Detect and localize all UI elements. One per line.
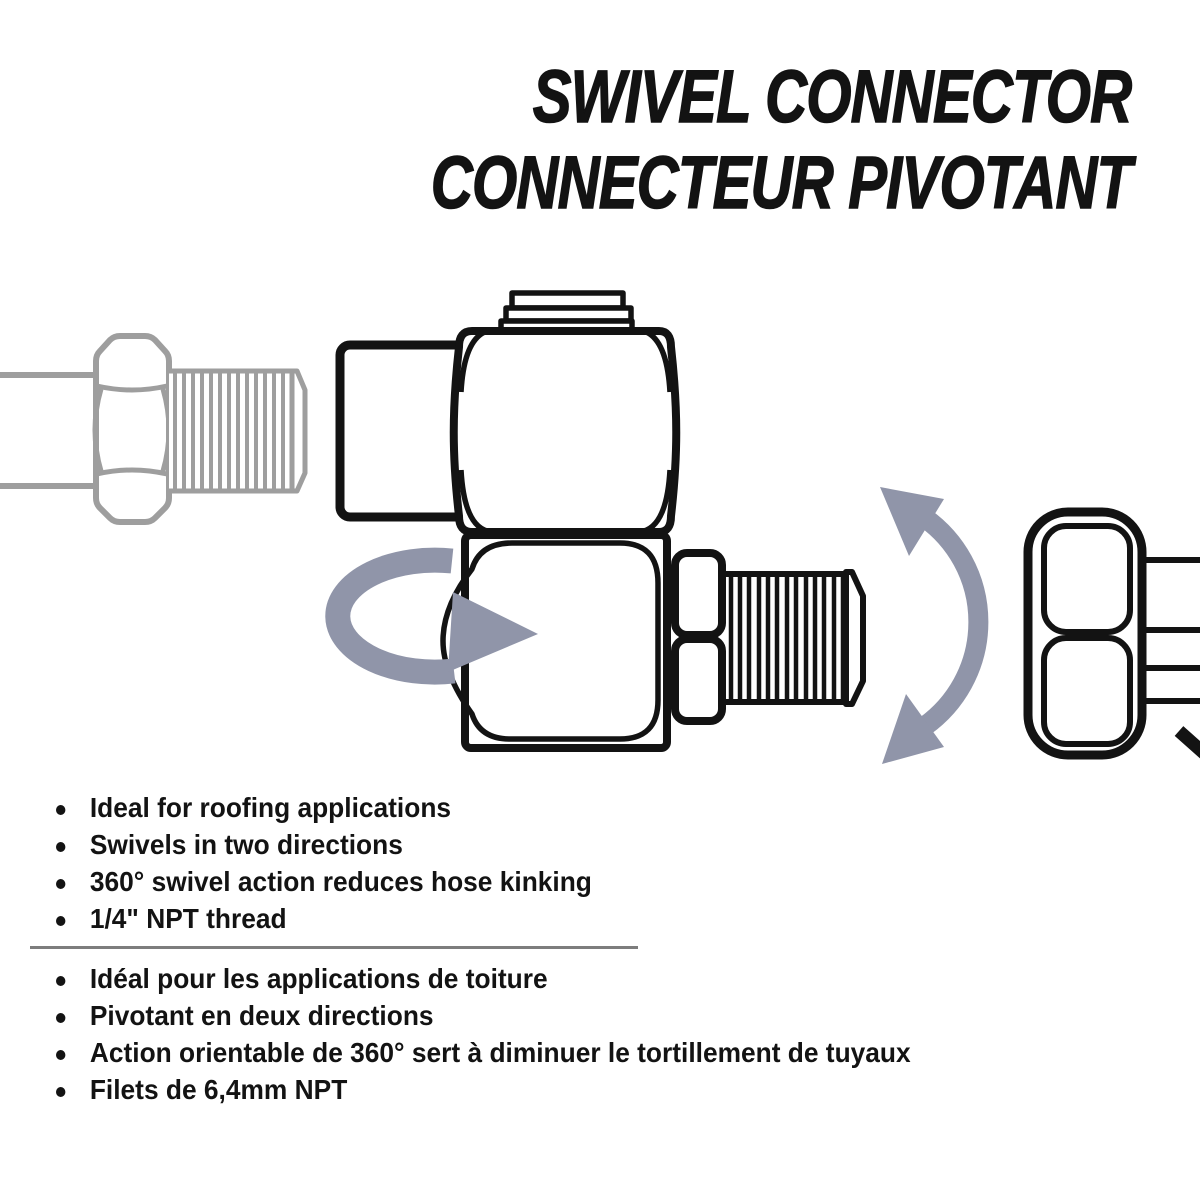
bullet-dot: [56, 1050, 66, 1060]
feature-list-en: Ideal for roofing applications Swivels i…: [56, 789, 592, 937]
divider-line: [30, 946, 638, 949]
feature-item: Swivels in two directions: [56, 826, 592, 863]
feature-item: 1/4" NPT thread: [56, 900, 592, 937]
rotation-arrow-icon: [325, 547, 538, 685]
title-line-en: SWIVEL CONNECTOR: [532, 54, 1132, 139]
right-coupler-illustration: [1023, 507, 1200, 760]
left-fitting-threads: [173, 373, 285, 489]
bullet-dot: [56, 916, 66, 926]
connector-upper-barrel: [449, 327, 681, 536]
pivot-arrow-icon: [880, 487, 989, 764]
feature-item: Ideal for roofing applications: [56, 789, 592, 826]
title-line-fr: CONNECTEUR PIVOTANT: [430, 140, 1132, 225]
product-title: SWIVEL CONNECTOR CONNECTEUR PIVOTANT: [430, 54, 1132, 226]
bullet-dot: [56, 1087, 66, 1097]
feature-item: Filets de 6,4mm NPT: [56, 1071, 911, 1108]
bullet-dot: [56, 805, 66, 815]
bullet-dot: [56, 976, 66, 986]
feature-item: Pivotant en deux directions: [56, 997, 911, 1034]
connector-male-thread: [671, 549, 866, 725]
feature-item: 360° swivel action reduces hose kinking: [56, 863, 592, 900]
male-thread-ridges: [728, 576, 846, 700]
feature-item: Idéal pour les applications de toiture: [56, 960, 911, 997]
bullet-dot: [56, 1013, 66, 1023]
feature-item: Action orientable de 360° sert à diminue…: [56, 1034, 911, 1071]
bullet-dot: [56, 842, 66, 852]
feature-list-fr: Idéal pour les applications de toiture P…: [56, 960, 911, 1108]
left-fitting-illustration: [0, 333, 308, 525]
swivel-connector-illustration: [335, 290, 866, 752]
bullet-dot: [56, 879, 66, 889]
